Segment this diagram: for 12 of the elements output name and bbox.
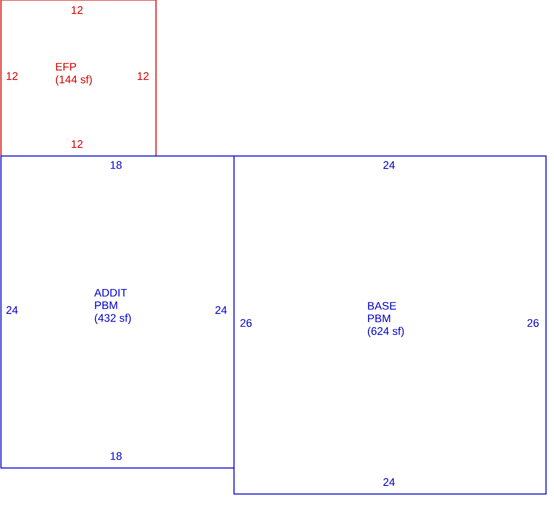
dimension-label: 18	[110, 452, 122, 460]
dimension-label: 24	[383, 478, 395, 486]
dimension-label: 26	[240, 319, 252, 327]
dimension-label: 12	[6, 72, 18, 80]
dimension-label: 26	[527, 319, 539, 327]
dimension-label: 24	[215, 306, 227, 314]
dimension-label: 18	[110, 161, 122, 169]
dimension-label: 12	[72, 140, 83, 148]
dimension-label: 24	[383, 161, 395, 169]
dimension-label: 24	[6, 306, 18, 314]
dimension-label: 12	[138, 72, 149, 80]
dimension-label: 12	[72, 6, 83, 14]
